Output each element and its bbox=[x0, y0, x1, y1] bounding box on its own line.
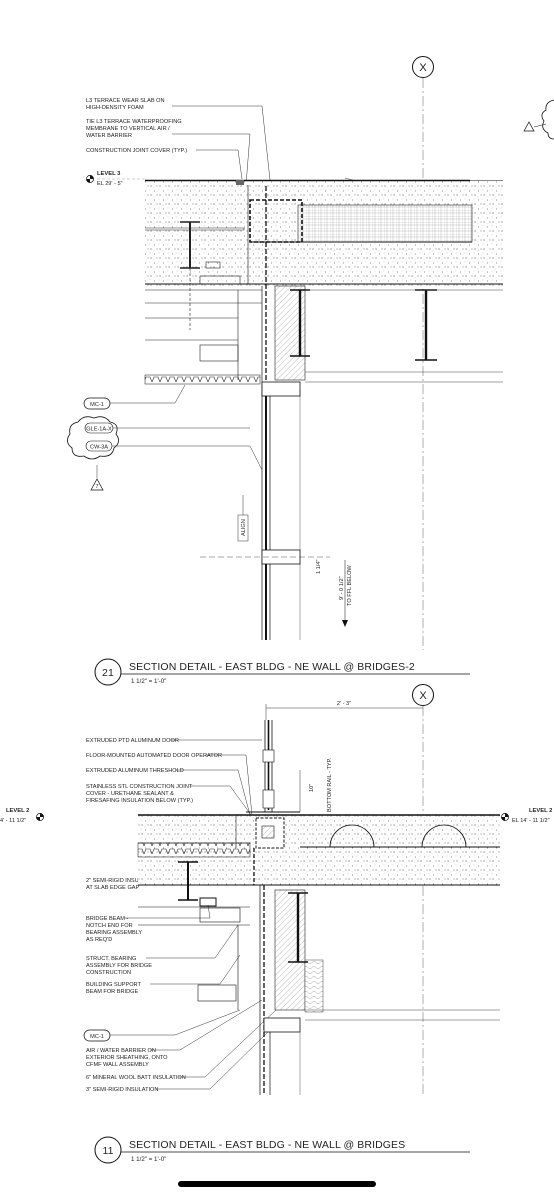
note-wear-slab-2: HIGH-DENSITY FOAM bbox=[86, 105, 144, 111]
dim-1-1-4: 1 1/4" bbox=[316, 560, 322, 574]
beam-left-11 bbox=[138, 861, 250, 1010]
tag-mc-1: MC-1 bbox=[90, 1034, 104, 1040]
title-block-21: 21 SECTION DETAIL - EAST BLDG - NE WALL … bbox=[94, 658, 470, 686]
note-mineral-wool: 6" MINERAL WOOL BATT INSULATION bbox=[86, 1075, 186, 1081]
note-semi-rigid-2: AT SLAB EDGE GAP bbox=[86, 885, 140, 891]
tags-11: MC-1 bbox=[83, 1009, 241, 1042]
notes-11: EXTRUDED PTD ALUMINUM DOOR FLOOR-MOUNTED… bbox=[86, 738, 222, 1093]
level-2-right-name: LEVEL 2 bbox=[529, 808, 552, 814]
note-bridge-beam-3: BEARING ASSEMBLY bbox=[86, 930, 142, 936]
dim-bottom-rail: BOTTOM RAIL - TYP. bbox=[327, 757, 333, 812]
dim-2-3: 2' - 3" bbox=[337, 701, 351, 707]
dim-10: 10" bbox=[309, 784, 315, 792]
notes-21: L3 TERRACE WEAR SLAB ON HIGH-DENSITY FOA… bbox=[86, 98, 187, 154]
note-semi-rigid-3: 3" SEMI-RIGID INSULATION bbox=[86, 1087, 158, 1093]
detail-number-11: 11 bbox=[102, 1145, 113, 1157]
title-block-11: 11 SECTION DETAIL - EAST BLDG - NE WALL … bbox=[94, 1136, 470, 1164]
level-2-left-elevation: 4' - 11 1/2" bbox=[0, 818, 26, 824]
note-waterproof-1: TIE L3 TERRACE WATERPROOFING bbox=[86, 119, 182, 125]
beam-mid-11 bbox=[288, 892, 500, 1021]
note-threshold: EXTRUDED ALUMINUM THRESHOLD bbox=[86, 768, 184, 774]
deck-strip-21 bbox=[144, 374, 261, 385]
dims-21: ALIGN 1 1/4" 9' - 0 1/2" TO FFL BELOW bbox=[200, 495, 353, 627]
note-waterproof-2: MEMBRANE TO VERTICAL AIR / bbox=[86, 126, 170, 132]
detail-scale-11: 1 1/2" = 1'-0" bbox=[131, 1156, 166, 1163]
note-bearing-3: CONSTRUCTION bbox=[86, 970, 131, 976]
note-semi-rigid-1: 2" SEMI-RIGID INSULATION bbox=[86, 878, 158, 884]
top-dim-11: 2' - 3" bbox=[265, 701, 423, 720]
detail-number-21: 21 bbox=[102, 667, 114, 679]
note-bearing-2: ASSEMBLY FOR BRIDGE bbox=[86, 963, 152, 969]
note-air-barrier-2: EXTERIOR SHEATHING, ONTO bbox=[86, 1055, 168, 1061]
detail-title-11: SECTION DETAIL - EAST BLDG - NE WALL @ B… bbox=[129, 1139, 405, 1151]
revision-delta-7: 7 bbox=[95, 484, 98, 490]
tag-cw-3a: CW-3A bbox=[90, 445, 108, 451]
note-joint-1: STAINLESS STL CONSTRUCTION JOINT bbox=[86, 784, 193, 790]
tag-mc-1: MC-1 bbox=[90, 402, 104, 408]
note-wear-slab-1: L3 TERRACE WEAR SLAB ON bbox=[86, 98, 165, 104]
note-bridge-beam-1: BRIDGE BEAM - bbox=[86, 916, 128, 922]
grid-bubble-11: X bbox=[412, 684, 434, 1095]
level-3-marker: LEVEL 3 EL 29' - 5" bbox=[86, 171, 145, 187]
level-2-left-marker: LEVEL 2 4' - 11 1/2" bbox=[0, 808, 44, 824]
note-door: EXTRUDED PTD ALUMINUM DOOR bbox=[86, 738, 179, 744]
grid-bubble-21: X bbox=[412, 56, 434, 650]
detail-11: X 2' - 3" LEVEL 2 4' - 11 1/2" LEVEL 2 E… bbox=[0, 684, 552, 1164]
dim-to-ffl: TO FFL BELOW bbox=[347, 565, 353, 606]
grid-bubble-label: X bbox=[419, 62, 427, 74]
structure-left-21 bbox=[145, 221, 262, 380]
level-2-left-name: LEVEL 2 bbox=[6, 808, 29, 814]
note-joint-2: COVER - URETHANE SEALANT & bbox=[86, 791, 174, 797]
dim-9-0-1-2: 9' - 0 1/2" bbox=[339, 576, 345, 600]
level-2-right-marker: LEVEL 2 EL 14' - 11 1/2" bbox=[501, 808, 552, 824]
home-indicator[interactable] bbox=[178, 1181, 376, 1187]
note-door-operator: FLOOR-MOUNTED AUTOMATED DOOR OPERATOR bbox=[86, 753, 222, 759]
grid-bubble-label: X bbox=[419, 690, 427, 702]
detail-scale-21: 1 1/2" = 1'-0" bbox=[131, 678, 166, 685]
note-bridge-beam-2: NOTCH END FOR bbox=[86, 923, 133, 929]
level-3-name: LEVEL 3 bbox=[97, 171, 121, 177]
note-support-beam-2: BEAM FOR BRIDGE bbox=[86, 989, 138, 995]
level-2-right-elevation: EL 14' - 11 1/2" bbox=[512, 818, 550, 824]
slab-level-2 bbox=[137, 814, 500, 886]
tags-21: MC-1 GLE-1A-X CW-3A 7 bbox=[67, 384, 263, 491]
beam-right-21 bbox=[305, 289, 503, 383]
detail-title-21: SECTION DETAIL - EAST BLDG - NE WALL @ B… bbox=[129, 661, 415, 673]
note-air-barrier-1: AIR / WATER BARRIER ON bbox=[86, 1048, 156, 1054]
note-joint-cover: CONSTRUCTION JOINT COVER (TYP.) bbox=[86, 148, 187, 154]
tag-gle-1a-x: GLE-1A-X bbox=[86, 427, 112, 433]
align-label: ALIGN bbox=[241, 519, 247, 536]
revision-cloud-right bbox=[523, 99, 554, 140]
note-bridge-beam-4: AS REQ'D bbox=[86, 937, 112, 943]
note-waterproof-3: WATER BARRIER bbox=[86, 133, 132, 139]
level-3-elevation: EL 29' - 5" bbox=[97, 181, 123, 187]
wall-section-11 bbox=[259, 885, 324, 1095]
detail-21: X LEVEL 3 EL 29' - 5" L3 TERRACE WEAR SL… bbox=[67, 56, 554, 686]
note-joint-3: FIRESAFING INSULATION BELOW (TYP.) bbox=[86, 798, 193, 804]
note-air-barrier-3: CFMF WALL ASSEMBLY bbox=[86, 1062, 149, 1068]
note-bearing-1: STRUCT. BEARING bbox=[86, 956, 136, 962]
door-frame-11: 10" BOTTOM RAIL - TYP. bbox=[246, 720, 333, 813]
slab-level-3 bbox=[145, 179, 503, 286]
note-support-beam-1: BUILDING SUPPORT bbox=[86, 982, 141, 988]
